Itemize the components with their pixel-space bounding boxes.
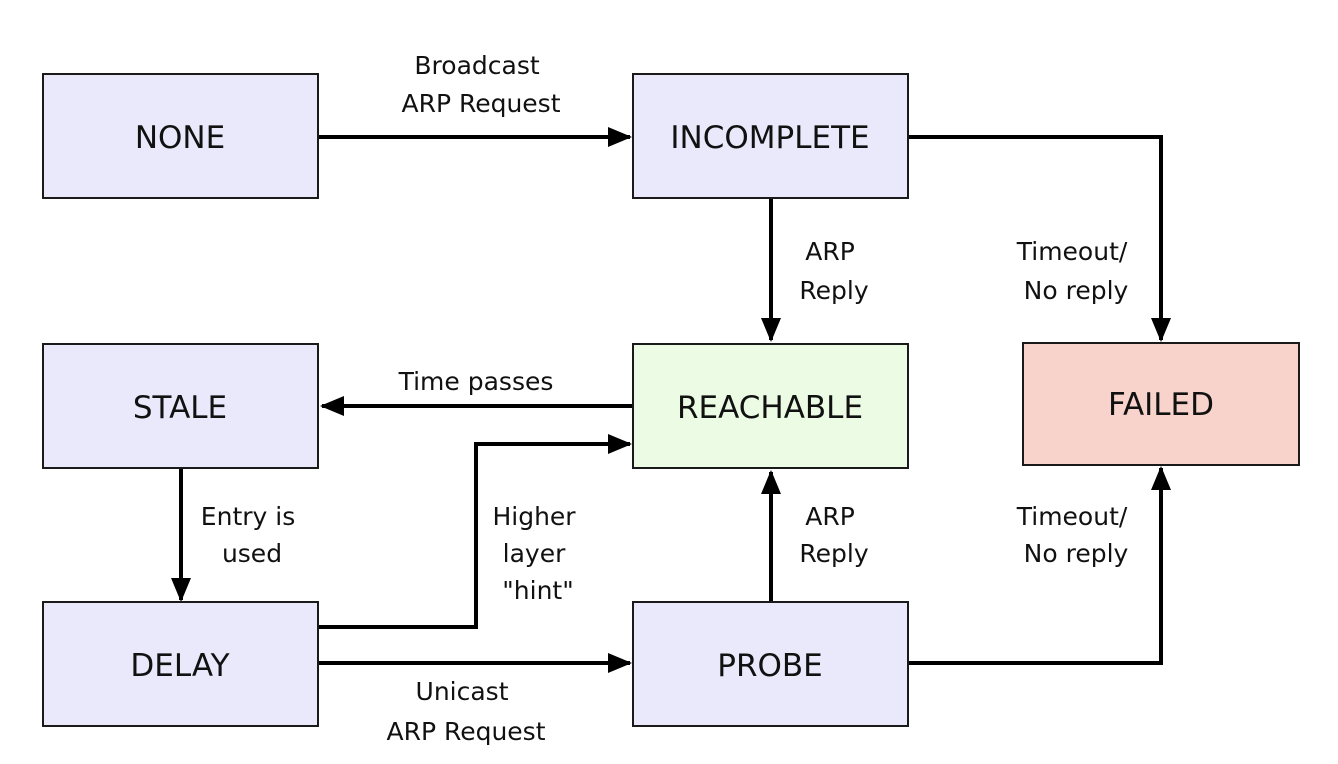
edge-incomplete-to-failed — [908, 135, 1163, 340]
state-none: NONE — [42, 73, 319, 199]
state-label: PROBE — [717, 648, 823, 684]
state-probe: PROBE — [632, 601, 909, 727]
state-failed: FAILED — [1022, 342, 1300, 466]
state-stale: STALE — [42, 343, 319, 469]
state-label: STALE — [133, 390, 227, 426]
state-label: REACHABLE — [677, 390, 863, 426]
arrowhead-reachable-top — [761, 318, 781, 342]
state-label: DELAY — [130, 648, 229, 684]
edge-delay-to-reachable — [318, 442, 630, 629]
state-label: INCOMPLETE — [670, 120, 869, 156]
arrowhead-stale — [320, 396, 344, 416]
arrowhead-reachable-left — [608, 434, 632, 454]
state-label: NONE — [135, 120, 225, 156]
label-timeout-top: Timeout/ No reply — [1016, 237, 1136, 305]
transition-labels: Broadcast ARP Request ARP Reply Timeout/… — [201, 51, 1136, 746]
arrowhead-failed-bottom — [1151, 466, 1171, 490]
arrowhead-incomplete — [608, 127, 632, 147]
label-entry-is-used: Entry is used — [201, 502, 303, 568]
label-time-passes: Time passes — [398, 367, 554, 396]
label-unicast-arp-request: Unicast ARP Request — [386, 677, 545, 746]
edges — [179, 135, 1163, 665]
arrowhead-reachable-bottom — [761, 470, 781, 494]
arrowhead-delay — [171, 578, 191, 602]
label-arp-reply-top: ARP Reply — [799, 237, 868, 305]
label-broadcast-arp-request: Broadcast ARP Request — [401, 51, 560, 118]
arrowhead-probe — [608, 653, 632, 673]
state-incomplete: INCOMPLETE — [632, 73, 909, 199]
label-timeout-bottom: Timeout/ No reply — [1016, 502, 1136, 568]
label-higher-layer-hint: Higher layer "hint" — [492, 502, 583, 605]
state-reachable: REACHABLE — [632, 343, 909, 469]
state-label: FAILED — [1108, 387, 1214, 423]
state-delay: DELAY — [42, 601, 319, 727]
edge-probe-to-failed — [908, 468, 1163, 665]
arrowheads — [171, 127, 1171, 673]
arrowhead-failed-top — [1151, 318, 1171, 342]
label-arp-reply-bottom: ARP Reply — [799, 502, 868, 568]
